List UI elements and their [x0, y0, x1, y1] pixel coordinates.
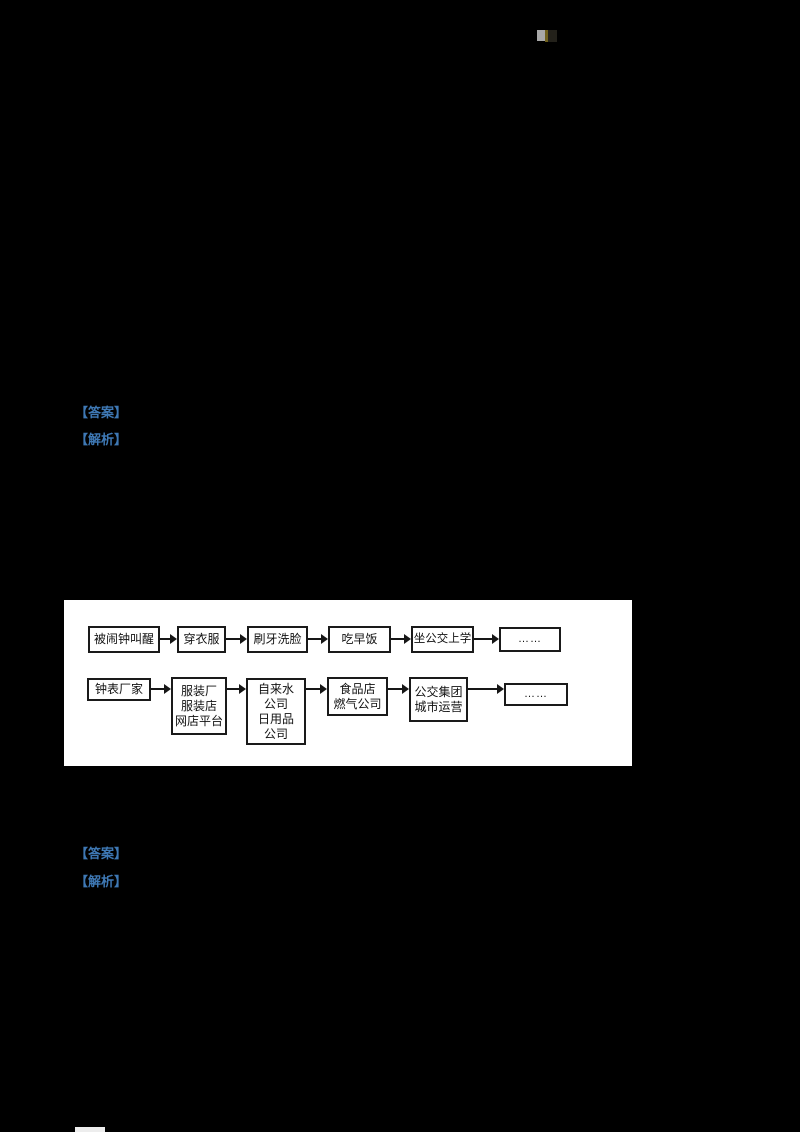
- arrow-right-icon: [226, 634, 247, 644]
- flow-box-bus-group-city-ops: 公交集团 城市运营: [409, 677, 468, 722]
- flow-box-get-dressed: 穿衣服: [177, 626, 226, 653]
- flow-box-breakfast: 吃早饭: [328, 626, 391, 653]
- flow-box-ellipsis: ……: [499, 627, 561, 652]
- flow-box-food-gas: 食品店 燃气公司: [327, 677, 388, 716]
- arrow-right-icon: [391, 634, 411, 644]
- olive-stripe-mark: [545, 30, 548, 42]
- dark-square-mark: [548, 30, 557, 42]
- analysis-badge: 【解析】: [75, 432, 128, 447]
- arrow-right-icon: [468, 684, 504, 694]
- cutoff-element-sliver: [75, 1127, 105, 1132]
- page-corner-mark: [537, 30, 557, 42]
- arrow-right-icon: [388, 684, 409, 694]
- arrow-right-icon: [160, 634, 177, 644]
- flow-box-bus-to-school: 坐公交上学: [411, 626, 474, 653]
- arrow-right-icon: [151, 684, 171, 694]
- arrow-right-icon: [474, 634, 499, 644]
- flow-box-woken-by-alarm: 被闹钟叫醒: [88, 626, 160, 653]
- arrow-right-icon: [306, 684, 327, 694]
- answer-badge: 【答案】: [75, 405, 128, 420]
- flow-box-clothing-providers: 服装厂 服装店 网店平台: [171, 677, 227, 735]
- arrow-right-icon: [308, 634, 328, 644]
- answer-badge: 【答案】: [75, 846, 128, 861]
- flow-box-brush-wash: 刷牙洗脸: [247, 626, 308, 653]
- flow-box-clock-maker: 钟表厂家: [87, 678, 151, 701]
- flow-box-water-daily-goods: 自来水 公司 日用品 公司: [246, 678, 306, 745]
- gray-square-mark: [537, 30, 545, 41]
- arrow-right-icon: [227, 684, 246, 694]
- flowchart-panel: 被闹钟叫醒 穿衣服 刷牙洗脸 吃早饭 坐公交上学 …… 钟表厂家 服装厂 服装店…: [64, 600, 632, 766]
- flow-box-ellipsis: ……: [504, 683, 568, 706]
- analysis-badge: 【解析】: [75, 874, 128, 889]
